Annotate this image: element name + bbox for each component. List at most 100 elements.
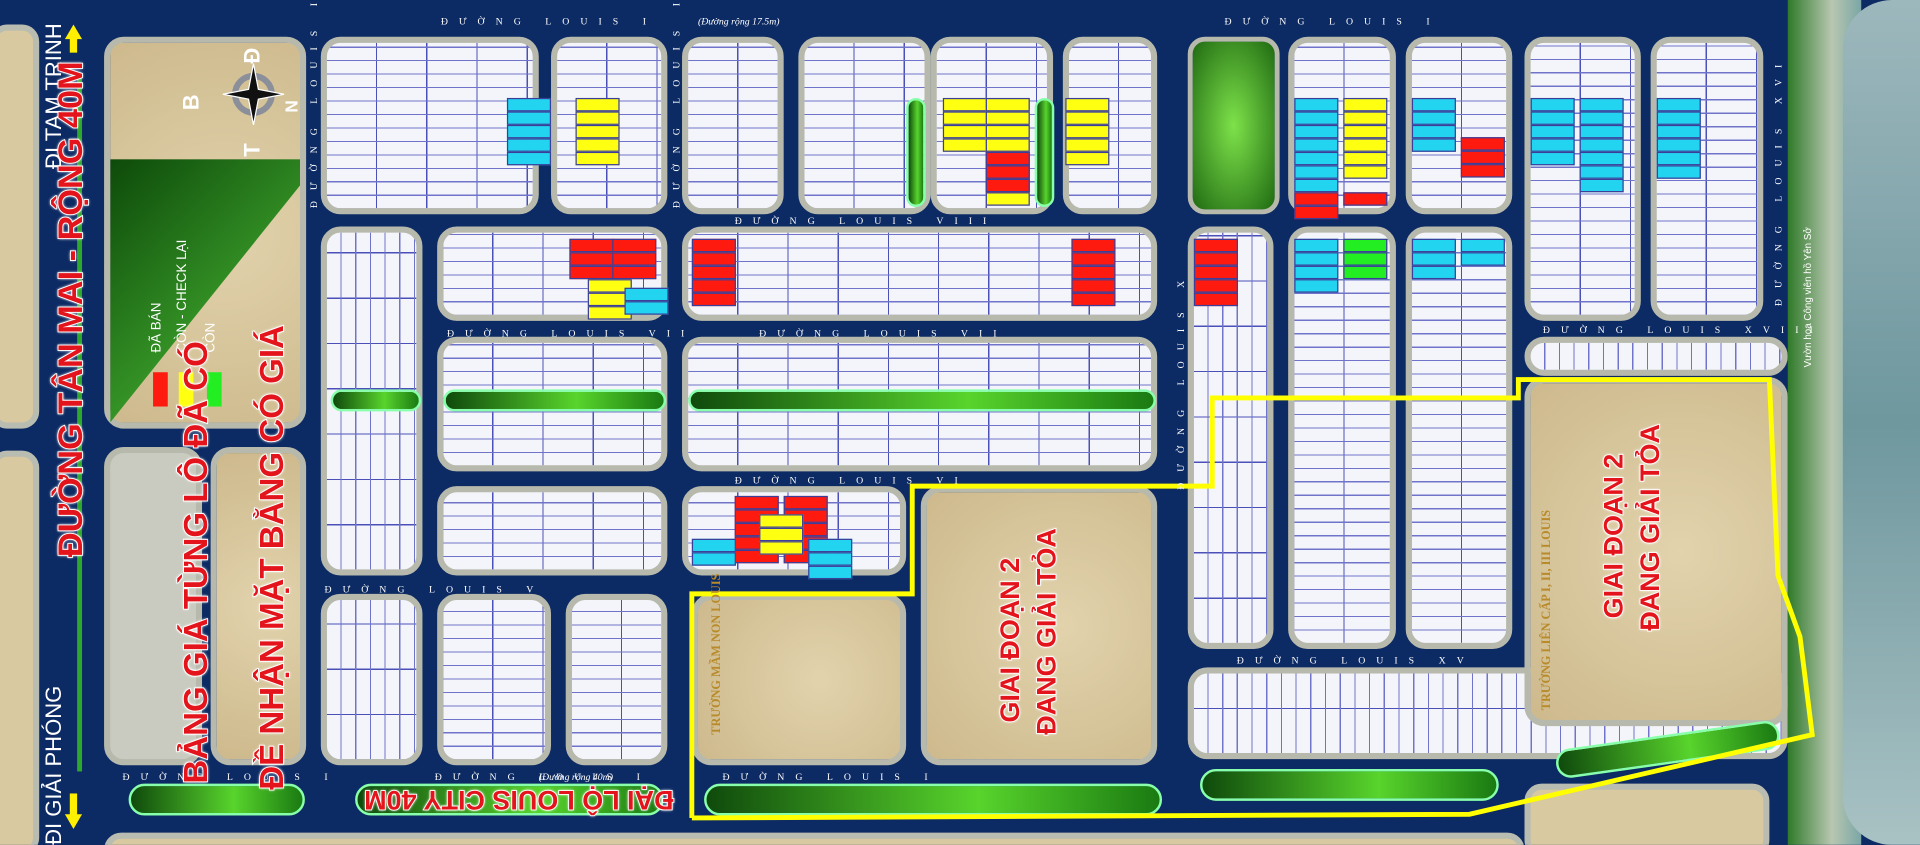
land-lot[interactable] [1193, 265, 1238, 280]
land-lot[interactable] [759, 514, 804, 528]
land-lot[interactable] [624, 287, 669, 302]
land-lot[interactable] [691, 265, 736, 280]
land-lot[interactable] [1071, 279, 1116, 293]
land-lot[interactable] [1071, 265, 1116, 280]
land-lot[interactable] [1460, 238, 1505, 253]
land-lot[interactable] [1193, 279, 1238, 293]
land-lot[interactable] [1530, 151, 1575, 166]
land-lot[interactable] [985, 138, 1030, 152]
land-lot[interactable] [691, 252, 736, 266]
land-lot[interactable] [1656, 124, 1701, 139]
land-lot[interactable] [575, 151, 620, 166]
land-lot[interactable] [1656, 138, 1701, 152]
land-lot[interactable] [1294, 111, 1339, 125]
land-lot[interactable] [691, 538, 736, 553]
land-lot[interactable] [1294, 138, 1339, 152]
land-lot[interactable] [1656, 97, 1701, 112]
land-lot[interactable] [1530, 111, 1575, 125]
land-lot[interactable] [506, 151, 552, 166]
land-lot[interactable] [1343, 97, 1388, 112]
land-lot[interactable] [1065, 151, 1110, 166]
land-lot[interactable] [691, 552, 736, 566]
land-lot[interactable] [1065, 124, 1110, 139]
land-lot[interactable] [575, 124, 620, 139]
land-lot[interactable] [985, 192, 1030, 206]
land-lot[interactable] [1193, 238, 1238, 253]
land-lot[interactable] [575, 111, 620, 125]
land-lot[interactable] [985, 97, 1030, 112]
land-lot[interactable] [985, 165, 1030, 179]
land-lot[interactable] [734, 495, 779, 510]
land-lot[interactable] [1656, 151, 1701, 166]
land-lot[interactable] [1579, 138, 1624, 152]
land-lot[interactable] [612, 238, 657, 253]
land-lot[interactable] [1193, 292, 1238, 307]
land-lot[interactable] [1411, 97, 1456, 112]
land-lot[interactable] [1411, 124, 1456, 139]
land-lot[interactable] [506, 111, 552, 125]
land-lot[interactable] [1294, 124, 1339, 139]
land-lot[interactable] [1579, 178, 1624, 193]
land-lot[interactable] [1411, 138, 1456, 152]
land-lot[interactable] [1294, 279, 1339, 293]
land-lot[interactable] [1343, 111, 1388, 125]
land-lot[interactable] [1530, 138, 1575, 152]
land-lot[interactable] [1343, 151, 1388, 166]
land-lot[interactable] [783, 495, 828, 510]
land-lot[interactable] [985, 124, 1030, 139]
land-lot[interactable] [1579, 151, 1624, 166]
land-lot[interactable] [1579, 111, 1624, 125]
land-lot[interactable] [575, 97, 620, 112]
land-lot[interactable] [1294, 205, 1339, 220]
land-lot[interactable] [1460, 252, 1505, 266]
land-lot[interactable] [1343, 238, 1388, 253]
land-lot[interactable] [808, 565, 853, 580]
land-lot[interactable] [1411, 265, 1456, 280]
land-lot[interactable] [1460, 164, 1505, 178]
land-lot[interactable] [1294, 165, 1339, 179]
land-lot[interactable] [1343, 138, 1388, 152]
land-lot[interactable] [1294, 178, 1339, 193]
land-lot[interactable] [808, 552, 853, 566]
land-lot[interactable] [691, 292, 736, 307]
land-lot[interactable] [1071, 252, 1116, 266]
land-lot[interactable] [1460, 137, 1505, 151]
land-lot[interactable] [1411, 111, 1456, 125]
land-lot[interactable] [1294, 192, 1339, 206]
land-lot[interactable] [624, 301, 669, 315]
land-lot[interactable] [1411, 238, 1456, 253]
land-lot[interactable] [759, 541, 804, 555]
land-lot[interactable] [1530, 124, 1575, 139]
land-lot[interactable] [1294, 252, 1339, 266]
land-lot[interactable] [1411, 252, 1456, 266]
land-lot[interactable] [1071, 238, 1116, 253]
land-lot[interactable] [759, 527, 804, 542]
land-lot[interactable] [1065, 111, 1110, 125]
land-lot[interactable] [506, 124, 552, 139]
land-lot[interactable] [1294, 238, 1339, 253]
land-lot[interactable] [1065, 138, 1110, 152]
land-lot[interactable] [1343, 252, 1388, 266]
land-lot[interactable] [1460, 150, 1505, 165]
land-lot[interactable] [1579, 165, 1624, 179]
land-lot[interactable] [612, 252, 657, 266]
land-lot[interactable] [1193, 252, 1238, 266]
land-lot[interactable] [1071, 292, 1116, 307]
land-lot[interactable] [1343, 165, 1388, 179]
land-lot[interactable] [985, 151, 1030, 166]
land-lot[interactable] [1343, 124, 1388, 139]
land-lot[interactable] [985, 178, 1030, 193]
land-lot[interactable] [1656, 165, 1701, 179]
land-lot[interactable] [691, 238, 736, 253]
land-lot[interactable] [506, 97, 552, 112]
land-lot[interactable] [506, 138, 552, 152]
land-lot[interactable] [1343, 192, 1388, 206]
land-lot[interactable] [587, 279, 632, 293]
land-lot[interactable] [1343, 265, 1388, 280]
land-lot[interactable] [1579, 124, 1624, 139]
land-lot[interactable] [808, 538, 853, 553]
land-lot[interactable] [1579, 97, 1624, 112]
land-lot[interactable] [1656, 111, 1701, 125]
land-lot[interactable] [1065, 97, 1110, 112]
land-lot[interactable] [691, 279, 736, 293]
